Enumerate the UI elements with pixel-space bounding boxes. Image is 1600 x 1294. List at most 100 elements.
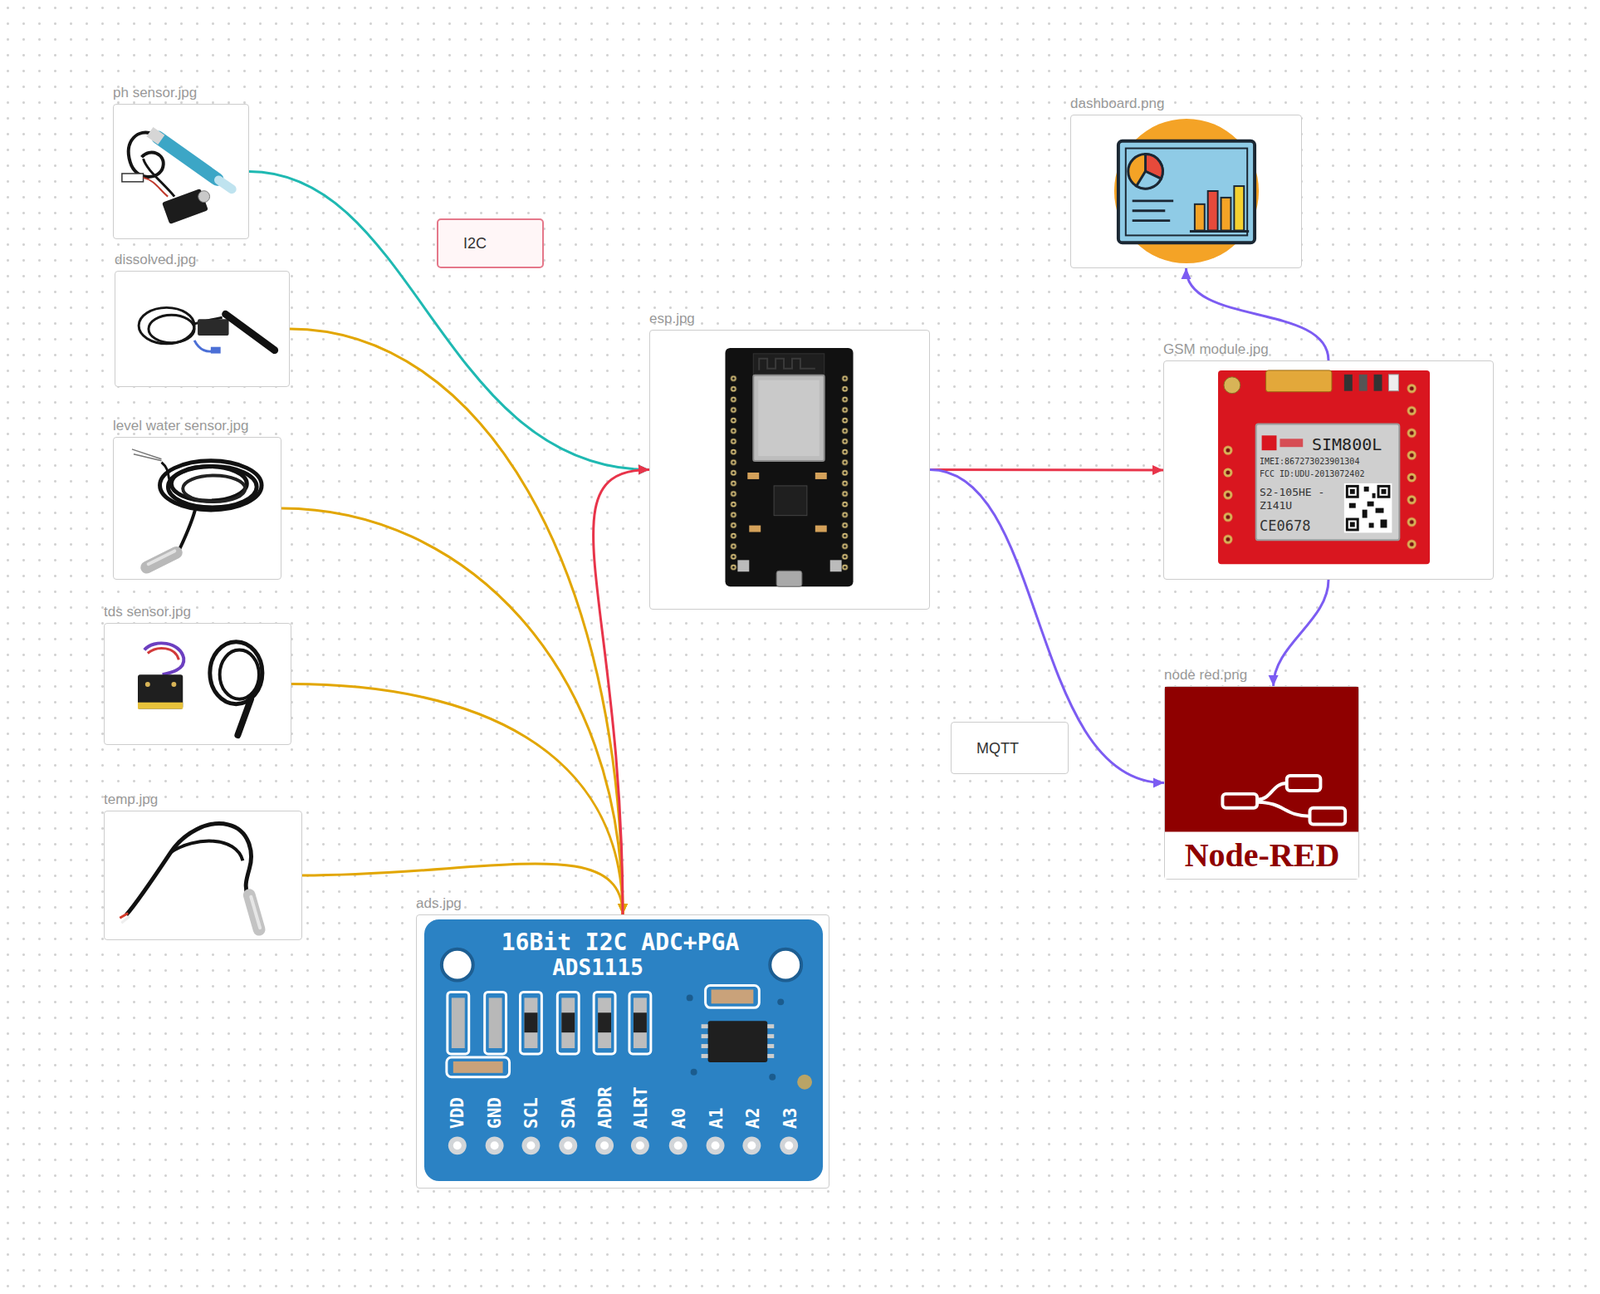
ph-sensor-node: ph sensor.jpg xyxy=(112,103,250,240)
esp32-board-photo-part xyxy=(815,525,827,533)
ads1115-board-photo-part xyxy=(701,1023,709,1028)
pin-name: ALRT xyxy=(631,1086,651,1129)
ads1115-board-photo-part xyxy=(711,1140,720,1150)
ads1115-board-photo-part xyxy=(768,1073,776,1081)
ads1115-board-photo-part xyxy=(557,991,579,1054)
ads1115-board-photo-part xyxy=(742,1135,761,1155)
dashboard-icon-part xyxy=(1233,185,1244,230)
tds-sensor-photo-part xyxy=(171,681,177,687)
connector xyxy=(291,684,623,915)
file-caption: GSM module.jpg xyxy=(1163,341,1269,358)
dashboard-icon-part xyxy=(1136,171,1162,189)
esp32-board-photo-part xyxy=(758,380,820,456)
logo-wordmark: Node-RED xyxy=(1184,835,1341,876)
connector xyxy=(929,468,1164,472)
ads1115-board-photo-part xyxy=(784,1140,793,1150)
dashboard-icon-part xyxy=(1194,204,1205,231)
pin-name: A3 xyxy=(781,1107,800,1129)
ads1115-board-photo-part xyxy=(779,1135,798,1155)
ads1115-board-photo-part xyxy=(711,988,754,1004)
ads1115-board-photo-part xyxy=(523,1012,538,1033)
sim800l-board-photo-part xyxy=(1221,440,1235,553)
level-sensor-photo-part xyxy=(132,449,162,461)
ads1115-board-photo-part xyxy=(631,1135,650,1155)
ads1115-board-photo-part xyxy=(767,1043,774,1048)
node-red-logo-part xyxy=(1257,782,1287,800)
ph-sensor-photo-part xyxy=(198,190,211,203)
esp32-board-photo-part xyxy=(728,373,739,574)
sim800l-board-photo-part xyxy=(1362,509,1368,519)
dissolved-oxygen-photo-part xyxy=(197,318,229,336)
ads1115-board-photo-part xyxy=(633,1012,647,1033)
dissolved-oxygen-photo-part xyxy=(210,347,221,354)
ph-sensor-photo-part xyxy=(218,180,232,190)
esp32-board-photo-part xyxy=(747,472,759,480)
file-caption: esp.jpg xyxy=(649,310,695,328)
dashboard-icon-part xyxy=(1132,219,1171,222)
ads1115-board-photo-part xyxy=(597,1012,612,1033)
module-name: SIM800L xyxy=(1311,434,1382,455)
ads1115-board-photo-part xyxy=(767,1033,774,1038)
ads1115-board-photo-part xyxy=(451,997,465,1048)
tds-sensor-photo-part xyxy=(237,699,251,735)
dashboard-icon-part xyxy=(1189,229,1249,233)
protocol-tag: MQTT xyxy=(950,721,1069,774)
dissolved-oxygen-photo-part xyxy=(225,313,275,350)
node-red-logo-part xyxy=(1164,831,1359,879)
ph-sensor-photo xyxy=(113,104,249,239)
ads1115-board-photo-part xyxy=(708,1020,769,1062)
ads1115-board-photo-part xyxy=(600,1140,609,1150)
level-sensor-photo xyxy=(113,437,281,579)
chip-name: ADS1115 xyxy=(552,954,644,980)
tds-sensor-photo-part xyxy=(147,647,179,660)
ads1115-board-photo-part xyxy=(633,997,647,1048)
tds-sensor-photo xyxy=(104,623,291,744)
esp32-board-photo-part xyxy=(773,485,808,516)
esp32-board-photo-part xyxy=(758,358,816,371)
ph-sensor-photo-part xyxy=(143,158,176,196)
sim800l-board-photo-part xyxy=(1348,487,1357,496)
level-sensor-photo-part xyxy=(177,506,196,553)
node-red-node: node red.pngNode-RED xyxy=(1164,685,1360,880)
pin-name: ADDR xyxy=(596,1086,615,1129)
board-title: 16Bit I2C ADC+PGA xyxy=(501,928,740,957)
ads1115-board-photo-part xyxy=(597,997,612,1048)
ads1115-board-photo-part xyxy=(690,1068,698,1076)
sim800l-board-photo-part xyxy=(1266,370,1332,392)
esp32-board-photo-part xyxy=(840,373,851,574)
level-sensor-photo-part xyxy=(148,550,176,564)
file-caption: temp.jpg xyxy=(103,791,158,808)
ads1115-board-photo-part xyxy=(701,1043,709,1048)
esp32-board-photo-part xyxy=(737,559,749,572)
dashboard-icon-part xyxy=(1132,199,1174,202)
esp32-board-photo-part xyxy=(753,375,824,461)
level-sensor-photo-part xyxy=(171,466,247,502)
ads1115-board-photo-part xyxy=(526,1140,535,1150)
module-print: S2-105HE -Z141U xyxy=(1259,485,1330,513)
temperature-probe-photo xyxy=(104,811,302,940)
ph-sensor-photo-part xyxy=(149,132,162,141)
dissolved-oxygen-node: dissolved.jpg xyxy=(114,270,290,387)
node-red-logo-part xyxy=(1164,686,1359,879)
file-caption: dissolved.jpg xyxy=(114,251,196,269)
ads1115-board-photo-part xyxy=(706,1135,725,1155)
sim800l-board-photo-part xyxy=(1345,518,1360,532)
node-red-logo-part xyxy=(1257,802,1310,817)
file-caption: ads.jpg xyxy=(415,895,462,912)
tds-sensor-node: tds sensor.jpg xyxy=(103,622,292,745)
protocol-label: MQTT xyxy=(976,738,1019,758)
temperature-probe-photo-part xyxy=(250,896,260,929)
node-red-logo-part xyxy=(1286,775,1322,791)
file-caption: level water sensor.jpg xyxy=(112,417,249,435)
ph-sensor-photo-part xyxy=(128,132,164,177)
ads1115-board-photo-part xyxy=(521,1135,540,1155)
dashboard-icon-part xyxy=(1132,209,1166,212)
file-caption: dashboard.png xyxy=(1070,95,1165,113)
pin-name: SDA xyxy=(559,1096,578,1129)
sim800l-board-photo-part xyxy=(1364,486,1370,492)
sim800l-board-photo-part xyxy=(1350,522,1356,528)
sim800l-board-photo-part xyxy=(1359,374,1368,392)
ads1115-board-photo-part xyxy=(441,949,474,981)
pin-name: GND xyxy=(485,1096,504,1129)
file-caption: node red.png xyxy=(1164,666,1248,684)
